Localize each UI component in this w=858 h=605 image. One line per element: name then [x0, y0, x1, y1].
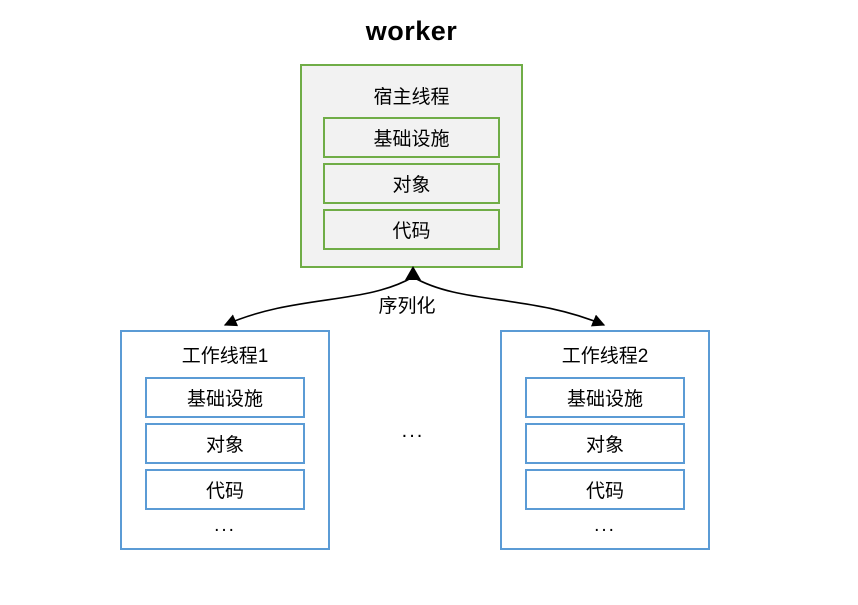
- worker2-item-objects: 对象: [525, 423, 685, 464]
- worker2-item-infrastructure: 基础设施: [525, 377, 685, 418]
- host-item-infrastructure: 基础设施: [323, 117, 500, 158]
- worker-thread-1-label: 工作线程1: [181, 346, 269, 367]
- host-thread-box: 宿主线程 基础设施 对象 代码: [300, 64, 523, 268]
- host-item-objects: 对象: [323, 163, 500, 204]
- worker1-item-infrastructure: 基础设施: [145, 377, 305, 418]
- host-thread-label: 宿主线程: [373, 86, 450, 108]
- diagram-title: worker: [365, 16, 458, 46]
- worker2-item-code: 代码: [525, 469, 685, 510]
- worker-thread-2-box: 工作线程2 基础设施 对象 代码 ...: [500, 330, 710, 550]
- worker2-more-ellipsis: ...: [594, 515, 616, 536]
- serialization-label: 序列化: [378, 296, 436, 317]
- worker1-more-ellipsis: ...: [214, 515, 236, 536]
- worker1-item-code: 代码: [145, 469, 305, 510]
- arrowhead-up-icon: [405, 266, 421, 280]
- more-workers-ellipsis: ...: [401, 420, 425, 442]
- worker-thread-1-box: 工作线程1 基础设施 对象 代码 ...: [120, 330, 330, 550]
- host-item-code: 代码: [323, 209, 500, 250]
- worker-thread-2-label: 工作线程2: [561, 346, 649, 367]
- worker1-item-objects: 对象: [145, 423, 305, 464]
